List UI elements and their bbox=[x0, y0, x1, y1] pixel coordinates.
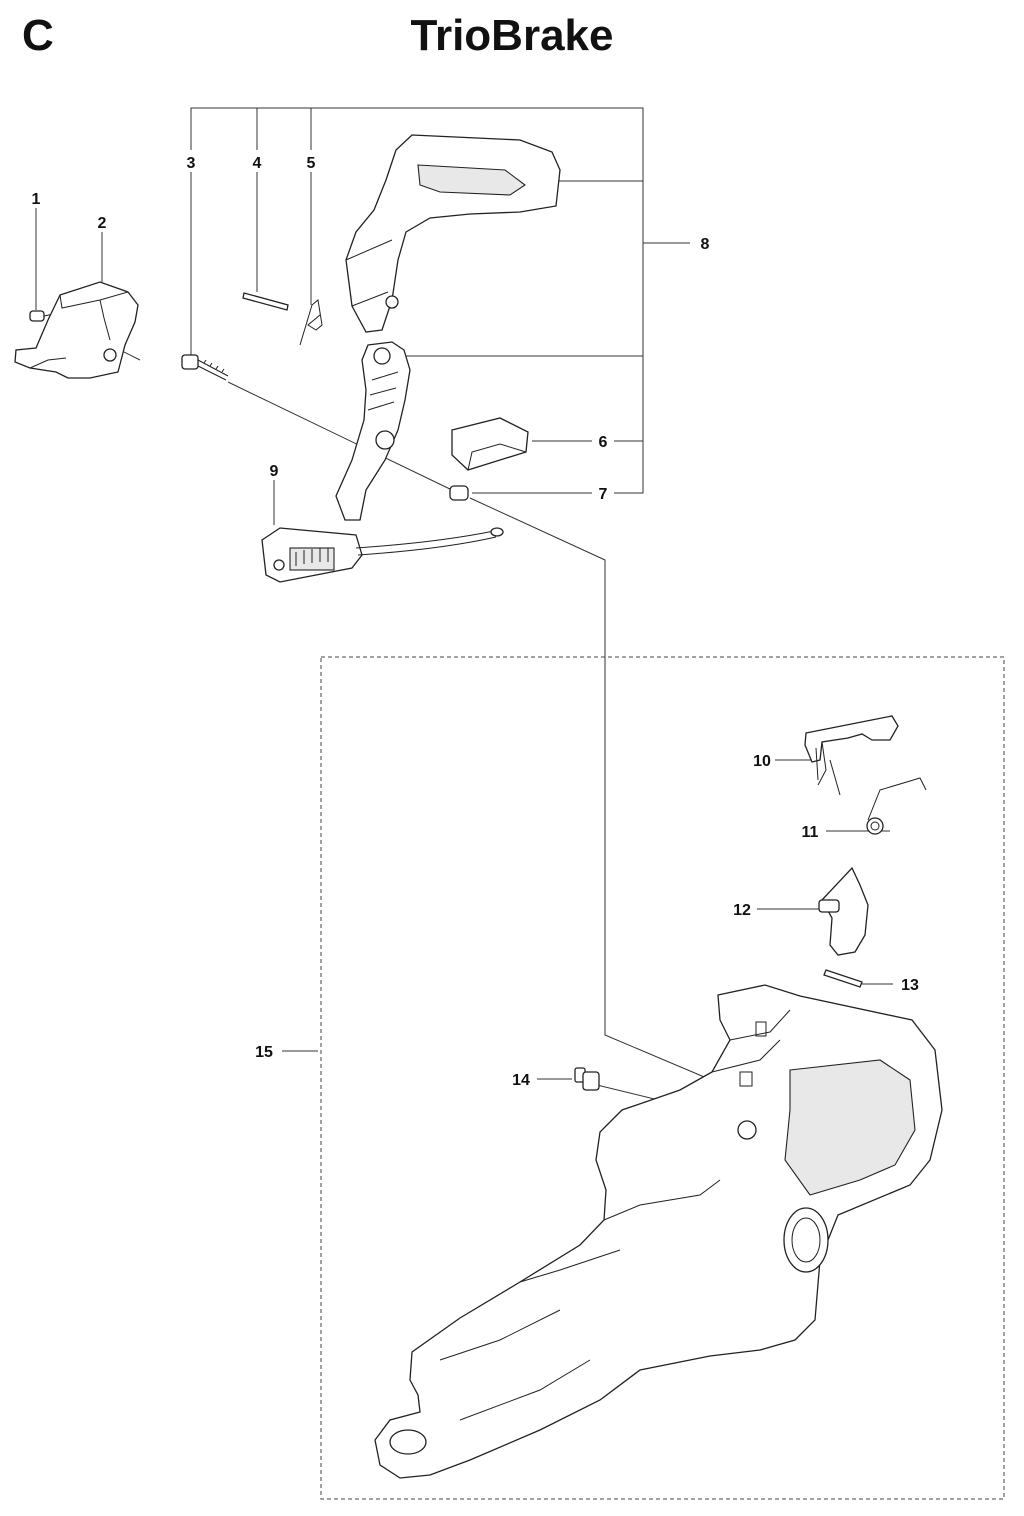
callout-15: 15 bbox=[255, 1044, 273, 1061]
callout-13: 13 bbox=[901, 977, 919, 994]
cover-part-2 bbox=[14, 281, 139, 379]
bushing-part-14 bbox=[574, 1067, 600, 1091]
callout-2: 2 bbox=[98, 215, 107, 232]
brake-lever-arm bbox=[335, 341, 411, 521]
switch-part-9 bbox=[261, 527, 504, 583]
callout-labels: 1 2 3 4 5 6 7 8 9 10 11 12 13 14 15 bbox=[32, 155, 919, 1089]
bracket-part-10 bbox=[804, 715, 899, 796]
spring-part-5 bbox=[299, 299, 323, 346]
spring-part-11 bbox=[866, 777, 927, 835]
trigger-part-12 bbox=[818, 866, 869, 956]
callout-14: 14 bbox=[512, 1072, 530, 1089]
callout-6: 6 bbox=[599, 434, 608, 451]
assembly-15-frame bbox=[320, 656, 1005, 1500]
callout-9: 9 bbox=[270, 463, 279, 480]
pin-part-13 bbox=[823, 969, 863, 988]
callout-4: 4 bbox=[253, 155, 262, 172]
callout-3: 3 bbox=[187, 155, 196, 172]
tank-assembly-part-15 bbox=[374, 984, 943, 1479]
callout-12: 12 bbox=[733, 902, 751, 919]
callout-7: 7 bbox=[599, 486, 608, 503]
pin-part-4 bbox=[242, 292, 289, 311]
callout-10: 10 bbox=[753, 753, 771, 770]
callout-8: 8 bbox=[701, 236, 710, 253]
handguard-part-8 bbox=[345, 134, 561, 333]
callout-1: 1 bbox=[32, 191, 41, 208]
rivet-part-7 bbox=[449, 485, 469, 501]
wedge-part-6 bbox=[451, 417, 529, 471]
leader-lines bbox=[35, 107, 893, 1116]
callout-5: 5 bbox=[307, 155, 316, 172]
section-letter: C bbox=[22, 11, 54, 60]
callout-11: 11 bbox=[802, 824, 819, 841]
page-title: TrioBrake bbox=[410, 11, 614, 60]
bolt-part-3 bbox=[181, 354, 229, 381]
screw-part-1 bbox=[29, 310, 55, 322]
